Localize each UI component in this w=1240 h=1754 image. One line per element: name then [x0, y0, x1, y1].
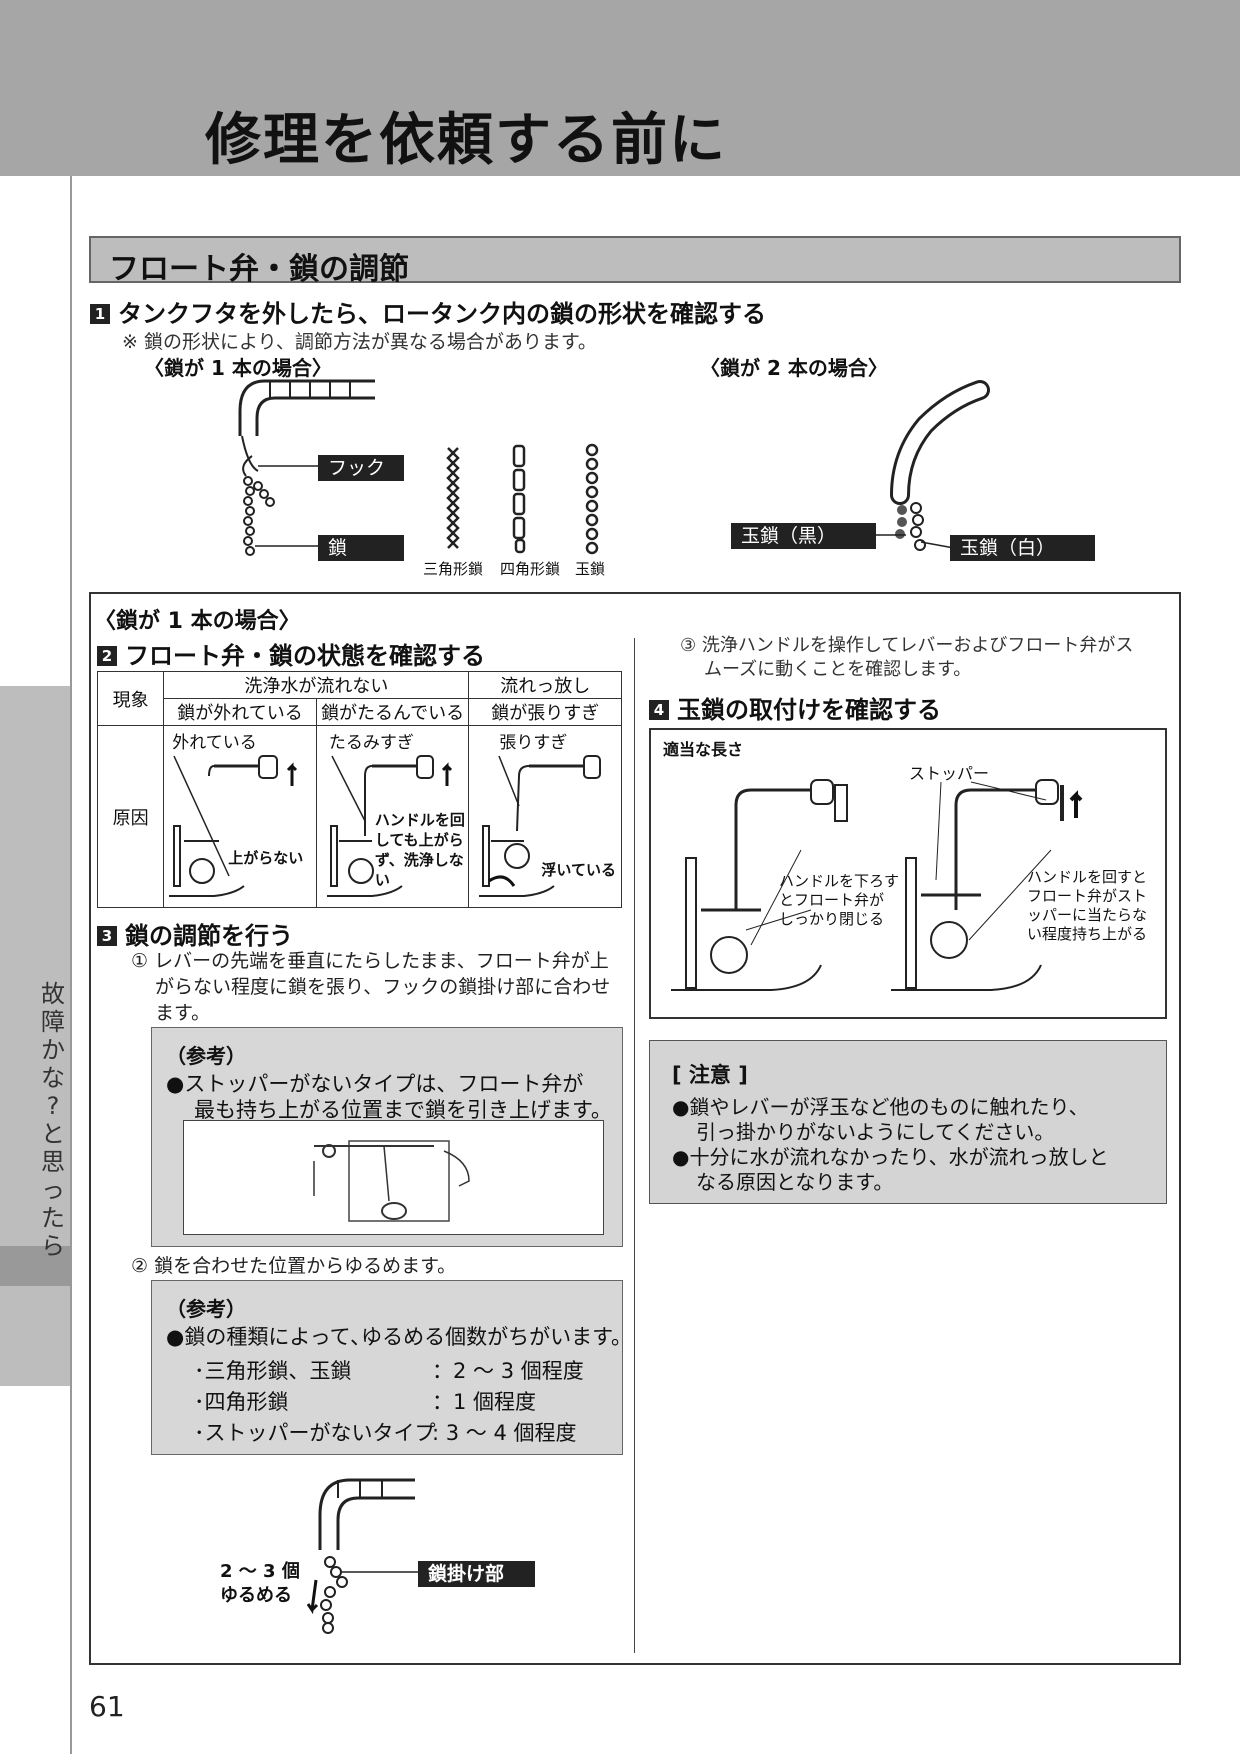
slack-chain-illustration — [326, 755, 452, 897]
caution-line-2: 引っ掛かりがないようにしてください。 — [696, 1120, 1055, 1144]
ball-chain-black-label: 玉鎖（黒） — [731, 523, 876, 549]
reference-2-row-2-key: ･四角形鎖 — [194, 1390, 289, 1414]
main-case-label: 〈鎖が 1 本の場合〉 — [94, 609, 301, 634]
ball-chain-leader-lines — [876, 534, 955, 549]
two-ball-chain-illustration — [890, 380, 990, 551]
table-header-phenomenon: 現象 — [96, 671, 165, 726]
side-rule — [70, 176, 72, 1754]
loosen-note: 2 ～ 3 個 ゆるめる — [220, 1561, 300, 1606]
reference-1-line-2: 最も持ち上がる位置まで鎖を引き上げます。 — [194, 1098, 612, 1122]
caution-line-1: ●鎖やレバーが浮玉など他のものに触れたり、 — [672, 1095, 1089, 1119]
step3-number: 3 — [97, 926, 117, 946]
reference-2-title: （参考） — [166, 1297, 246, 1321]
case-one-label: 〈鎖が 1 本の場合〉 — [144, 356, 332, 380]
stopper-label: ストッパー — [909, 764, 990, 783]
step1-note: ※ 鎖の形状により、調節方法が異なる場合があります。 — [122, 331, 597, 353]
reference-2-row-1-value: ：2 ～ 3 個程度 — [432, 1359, 584, 1383]
fig-note-floating: 浮いている — [541, 861, 616, 879]
reference-box-2: （参考） ●鎖の種類によって､ゆるめる個数がちがいます。 ･三角形鎖、玉鎖 ：2… — [151, 1280, 632, 1455]
caution-line-3: ●十分に水が流れなかったり、水が流れっ放しと — [672, 1145, 1109, 1169]
fig-tight: 張りすぎ 浮いている — [468, 725, 622, 908]
page-title: 修理を依頼する前に — [205, 108, 727, 173]
table-header-no-flow: 洗浄水が流れない — [163, 671, 470, 699]
reference-2-line-1: ●鎖の種類によって､ゆるめる個数がちがいます。 — [166, 1325, 633, 1349]
side-tab-marker — [0, 1246, 70, 1286]
tight-chain-illustration — [479, 755, 602, 897]
reference-2-row-3-value: : 3 ～ 4 個程度 — [432, 1421, 577, 1445]
reference-box-1: （参考） ●ストッパーがないタイプは、フロート弁が 最も持ち上がる位置まで鎖を引… — [151, 1027, 623, 1247]
chain-type-ball: 玉鎖 — [575, 560, 606, 578]
step3-item1: ① レバーの先端を垂直にたらしたまま、フロート弁が上 がらない程度に鎖を張り、フ… — [131, 950, 611, 1024]
main-content-box — [89, 592, 1181, 1665]
detached-chain-illustration — [169, 755, 298, 897]
table-row-cause: 原因 — [96, 725, 165, 908]
chain-label: 鎖 — [318, 535, 404, 561]
ball-chain-length-illustration — [671, 779, 1083, 991]
section-title: フロート弁・鎖の調節 — [109, 252, 409, 287]
step4-title: 玉鎖の取付けを確認する — [677, 696, 941, 724]
step2-number: 2 — [97, 646, 117, 666]
fig-detached: 外れている 上がらない — [163, 725, 317, 908]
stopperless-tank-illustration — [183, 1120, 604, 1235]
chain-hook-part-label: 鎖掛け部 — [418, 1561, 535, 1587]
chain-types-illustration — [446, 443, 599, 555]
side-tab-label: 故障かな?と思ったら — [41, 980, 65, 1260]
caution-line-4: なる原因となります。 — [696, 1170, 894, 1194]
step3-item3: ③ 洗浄ハンドルを操作してレバーおよびフロート弁がス ムーズに動くことを確認しま… — [680, 635, 1134, 680]
tank-sketch — [313, 1140, 470, 1222]
fig-tag-slack: たるみすぎ — [328, 728, 414, 753]
header-band — [0, 0, 1240, 176]
fig-note-not-rising: 上がらない — [228, 849, 304, 867]
section-heading-bar: フロート弁・鎖の調節 — [89, 236, 1181, 287]
step4-heading: 4 玉鎖の取付けを確認する — [649, 690, 941, 725]
step3-heading: 3 鎖の調節を行う — [97, 916, 293, 951]
hook-label: フック — [318, 455, 404, 481]
table-sub-tight: 鎖が張りすぎ — [468, 698, 622, 726]
table-sub-slack: 鎖がたるんでいる — [315, 698, 470, 726]
chain-type-square: 四角形鎖 — [500, 560, 561, 578]
reference-1-line-1: ●ストッパーがないタイプは、フロート弁が — [166, 1072, 584, 1096]
loosen-chain-illustration — [306, 1478, 420, 1634]
cause-table: 現象 洗浄水が流れない 流れっ放し 鎖が外れている 鎖がたるんでいる 鎖が張りす… — [96, 671, 622, 908]
caution-box: [ 注意 ] ●鎖やレバーが浮玉など他のものに触れたり、 引っ掛かりがないように… — [649, 1040, 1167, 1204]
step1-title: タンクフタを外したら、ロータンク内の鎖の形状を確認する — [118, 300, 766, 328]
step3-title: 鎖の調節を行う — [125, 922, 293, 950]
case-two-label: 〈鎖が 2 本の場合〉 — [700, 356, 888, 380]
ball-chain-figure-box: 適当な長さ ストッパー ハンドルを下ろす とフロート弁が しっかり閉じる ハンド… — [649, 728, 1167, 1019]
step1-number: 1 — [90, 304, 110, 324]
step1-heading: 1 タンクフタを外したら、ロータンク内の鎖の形状を確認する — [90, 294, 766, 329]
reference-2-row-1-key: ･三角形鎖、玉鎖 — [194, 1359, 352, 1383]
fig-tag-detached: 外れている — [172, 728, 257, 753]
reference-2-row-3-key: ･ストッパーがないタイプ — [194, 1421, 436, 1445]
proper-length-label: 適当な長さ — [663, 740, 744, 759]
fig-tag-tight: 張りすぎ — [499, 728, 568, 753]
chain-type-triangle: 三角形鎖 — [423, 560, 484, 578]
ball-chain-white-label: 玉鎖（白） — [950, 535, 1095, 561]
step2-title: フロート弁・鎖の状態を確認する — [125, 642, 485, 670]
caution-title: [ 注意 ] — [672, 1063, 748, 1087]
page-number: 61 — [89, 1690, 125, 1723]
fig-note-handle-no-flush: ハンドルを回しても上がらず、洗浄しない — [374, 811, 465, 889]
reference-2-row-2-value: ：1 個程度 — [432, 1390, 537, 1414]
reference-1-title: （参考） — [166, 1044, 246, 1068]
step4-number: 4 — [649, 700, 669, 720]
right-note: ハンドルを回すと フロート弁がスト ッパーに当たらな い程度持ち上がる — [1027, 868, 1148, 943]
step3-item2: ② 鎖を合わせた位置からゆるめます。 — [131, 1255, 457, 1277]
left-note: ハンドルを下ろす とフロート弁が しっかり閉じる — [779, 872, 900, 928]
hook-chain-illustration — [238, 379, 375, 556]
table-sub-detached: 鎖が外れている — [163, 698, 317, 726]
column-divider — [634, 638, 635, 1653]
step2-heading: 2 フロート弁・鎖の状態を確認する — [97, 636, 485, 671]
fig-slack: たるみすぎ ハンドルを回しても上がらず、洗浄しない — [315, 725, 470, 908]
table-header-running: 流れっ放し — [468, 671, 622, 699]
